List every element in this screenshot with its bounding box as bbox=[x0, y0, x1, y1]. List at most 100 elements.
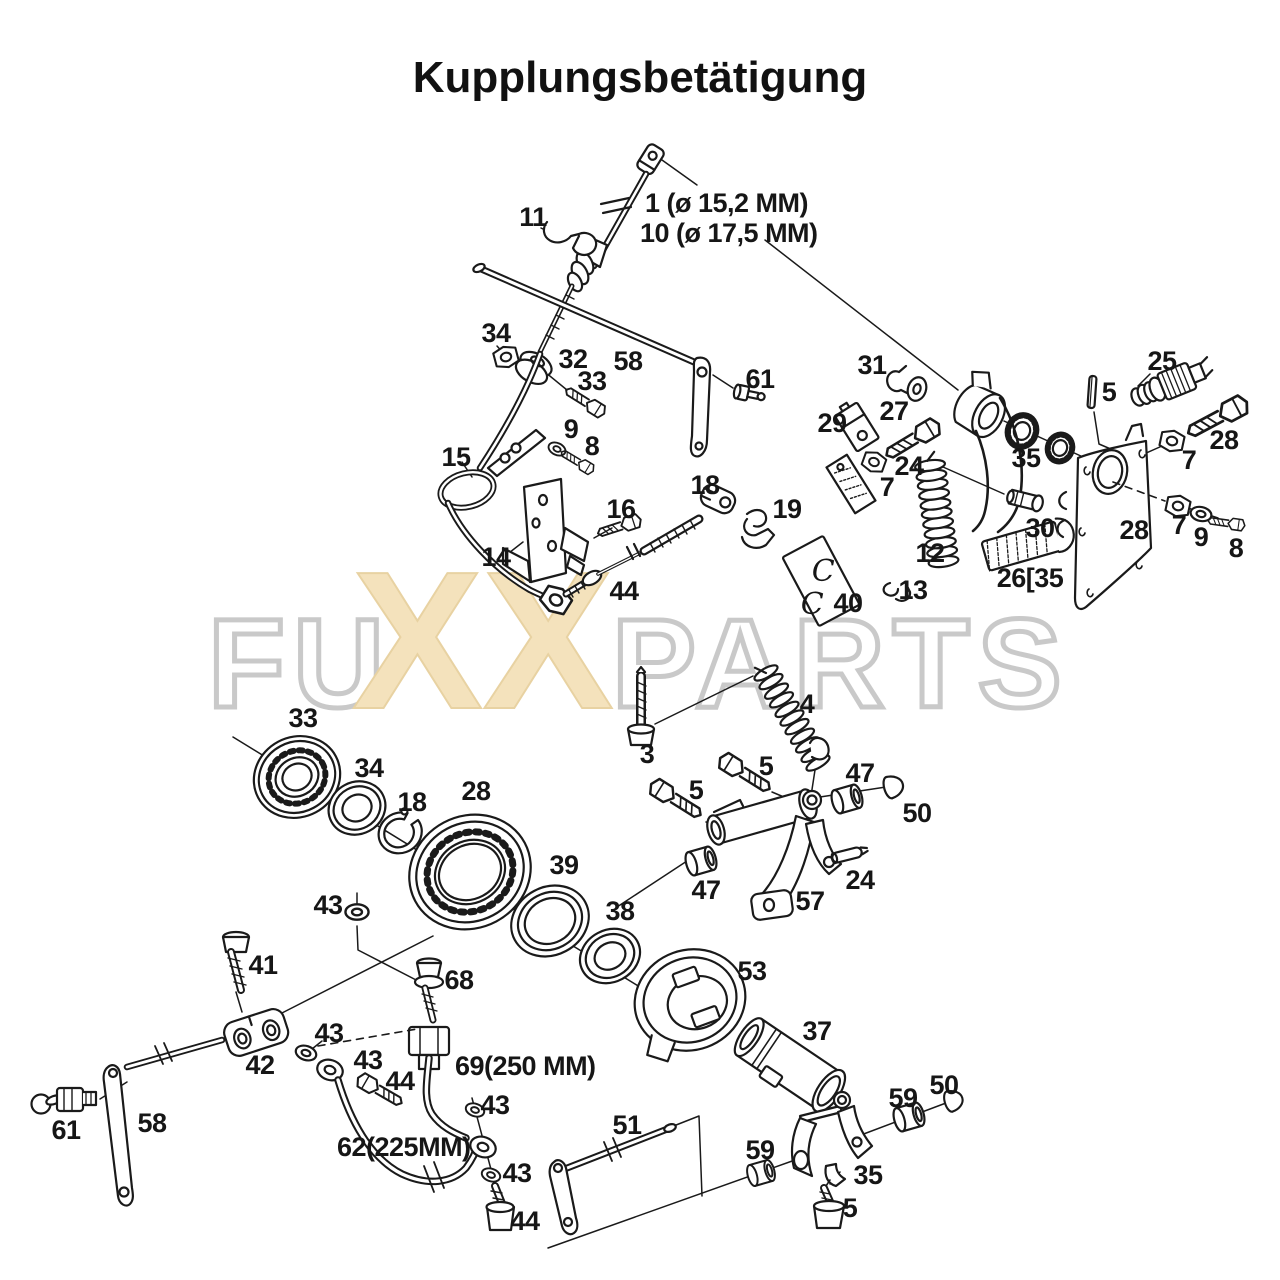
ring-39 bbox=[510, 884, 590, 958]
part-label: 44 bbox=[609, 576, 639, 606]
part-label: 61 bbox=[51, 1115, 81, 1145]
part-label: 3 bbox=[640, 739, 655, 769]
release-fork-assembly bbox=[626, 664, 905, 921]
fitting-61 bbox=[30, 1086, 98, 1115]
part-label: 28 bbox=[461, 776, 491, 806]
part-label: 31 bbox=[857, 350, 887, 380]
linkage-left bbox=[30, 930, 290, 1207]
pedal-assembly bbox=[781, 364, 1076, 627]
part-label: 8 bbox=[585, 431, 600, 461]
bushing-47a bbox=[682, 844, 720, 878]
part-label: 8 bbox=[1229, 533, 1244, 563]
part-label: 9 bbox=[1194, 522, 1209, 552]
part-label: 4 bbox=[800, 689, 815, 719]
part-label: 43 bbox=[314, 1018, 344, 1048]
part-label: 34 bbox=[354, 753, 384, 783]
friction-plate bbox=[825, 453, 877, 515]
part-label: 69(250 MM) bbox=[455, 1051, 596, 1081]
cross-rod-58 bbox=[472, 262, 766, 458]
part-label: 51 bbox=[612, 1110, 642, 1140]
cable-clevis-18 bbox=[699, 483, 737, 515]
part-label: 47 bbox=[691, 875, 720, 905]
part-label: 16 bbox=[606, 494, 636, 524]
pin-5 bbox=[1086, 374, 1098, 410]
part-label: 30 bbox=[1025, 513, 1054, 543]
banjo-bolt-68 bbox=[413, 957, 445, 1024]
part-label: 39 bbox=[549, 850, 579, 880]
watermark-outline-left: FU bbox=[206, 591, 387, 737]
cap-50a bbox=[882, 775, 905, 800]
lever-58 bbox=[102, 1064, 134, 1207]
part-label: 50 bbox=[902, 798, 931, 828]
bushing-47b bbox=[828, 782, 866, 816]
part-number-labels: 1 (ø 15,2 MM)10 (ø 17,5 MM)1134323358611… bbox=[51, 188, 1244, 1236]
part-label: 68 bbox=[444, 965, 474, 995]
plate-40 bbox=[781, 535, 861, 627]
part-label: 11 bbox=[519, 202, 547, 232]
ring-38 bbox=[578, 927, 642, 985]
ring-34 bbox=[327, 780, 387, 836]
ring-end-69 bbox=[469, 1135, 497, 1159]
part-label: 26[35 bbox=[997, 563, 1064, 593]
stud-bracket bbox=[486, 428, 597, 478]
part-label: 43 bbox=[313, 890, 343, 920]
part-label: 33 bbox=[577, 366, 607, 396]
part-label: 37 bbox=[802, 1016, 831, 1046]
bolt-44b bbox=[485, 1182, 516, 1232]
part-label: 7 bbox=[1182, 445, 1197, 475]
part-label: 24 bbox=[894, 451, 924, 481]
part-label: 32 bbox=[558, 344, 587, 374]
part-label: 24 bbox=[845, 865, 875, 895]
banjo-ring-62 bbox=[316, 1058, 344, 1082]
part-label: 40 bbox=[833, 588, 862, 618]
bearing-set bbox=[252, 734, 642, 985]
bolt-30 bbox=[1006, 488, 1044, 513]
part-label: 47 bbox=[845, 758, 874, 788]
part-label: 57 bbox=[795, 886, 824, 916]
part-label: 10 (ø 17,5 MM) bbox=[640, 218, 818, 248]
washer-43 bbox=[344, 903, 370, 921]
hose-assembly bbox=[292, 957, 516, 1232]
part-label: 43 bbox=[502, 1158, 532, 1188]
part-label: 50 bbox=[929, 1070, 958, 1100]
part-label: 62(225MM) bbox=[337, 1132, 471, 1162]
adjuster-25 bbox=[1130, 356, 1214, 407]
part-label: 18 bbox=[690, 470, 720, 500]
dashed-leaders bbox=[317, 481, 1166, 1047]
bolt-8b bbox=[1206, 514, 1247, 532]
part-label: 1 (ø 15,2 MM) bbox=[645, 188, 808, 218]
part-label: 14 bbox=[481, 542, 511, 572]
part-label: 5 bbox=[759, 751, 774, 781]
snap-ring-18 bbox=[377, 807, 423, 855]
bolt-5c bbox=[812, 1179, 846, 1230]
cable-hook-11 bbox=[542, 220, 598, 257]
part-label: 7 bbox=[1172, 510, 1187, 540]
part-label: 13 bbox=[898, 575, 928, 605]
part-label: 58 bbox=[613, 346, 643, 376]
part-label: 59 bbox=[745, 1135, 775, 1165]
carrier-cylinder-assembly bbox=[633, 948, 964, 1230]
part-label: 29 bbox=[817, 408, 847, 438]
part-label: 5 bbox=[843, 1193, 858, 1223]
release-shaft-57 bbox=[706, 788, 843, 921]
part-label: 42 bbox=[245, 1050, 274, 1080]
pin-24 bbox=[830, 846, 869, 865]
cap-50b bbox=[943, 1090, 964, 1113]
washer-43d bbox=[479, 1165, 503, 1185]
part-label: 7 bbox=[880, 472, 895, 502]
part-label: 5 bbox=[1102, 377, 1117, 407]
washer-27 bbox=[906, 376, 928, 402]
bolt-61 bbox=[732, 383, 766, 402]
part-label: 19 bbox=[772, 494, 802, 524]
bolt-41 bbox=[221, 930, 251, 994]
part-label: 25 bbox=[1147, 346, 1177, 376]
part-label: 28 bbox=[1119, 515, 1149, 545]
clutch-cable-assembly bbox=[437, 143, 776, 620]
part-label: C bbox=[801, 587, 824, 622]
mount-plate-assembly bbox=[1056, 356, 1253, 611]
needle-bearing-35b bbox=[1044, 431, 1076, 465]
part-label: 38 bbox=[605, 896, 635, 926]
clip-19 bbox=[740, 508, 776, 549]
part-label: 53 bbox=[737, 956, 767, 986]
